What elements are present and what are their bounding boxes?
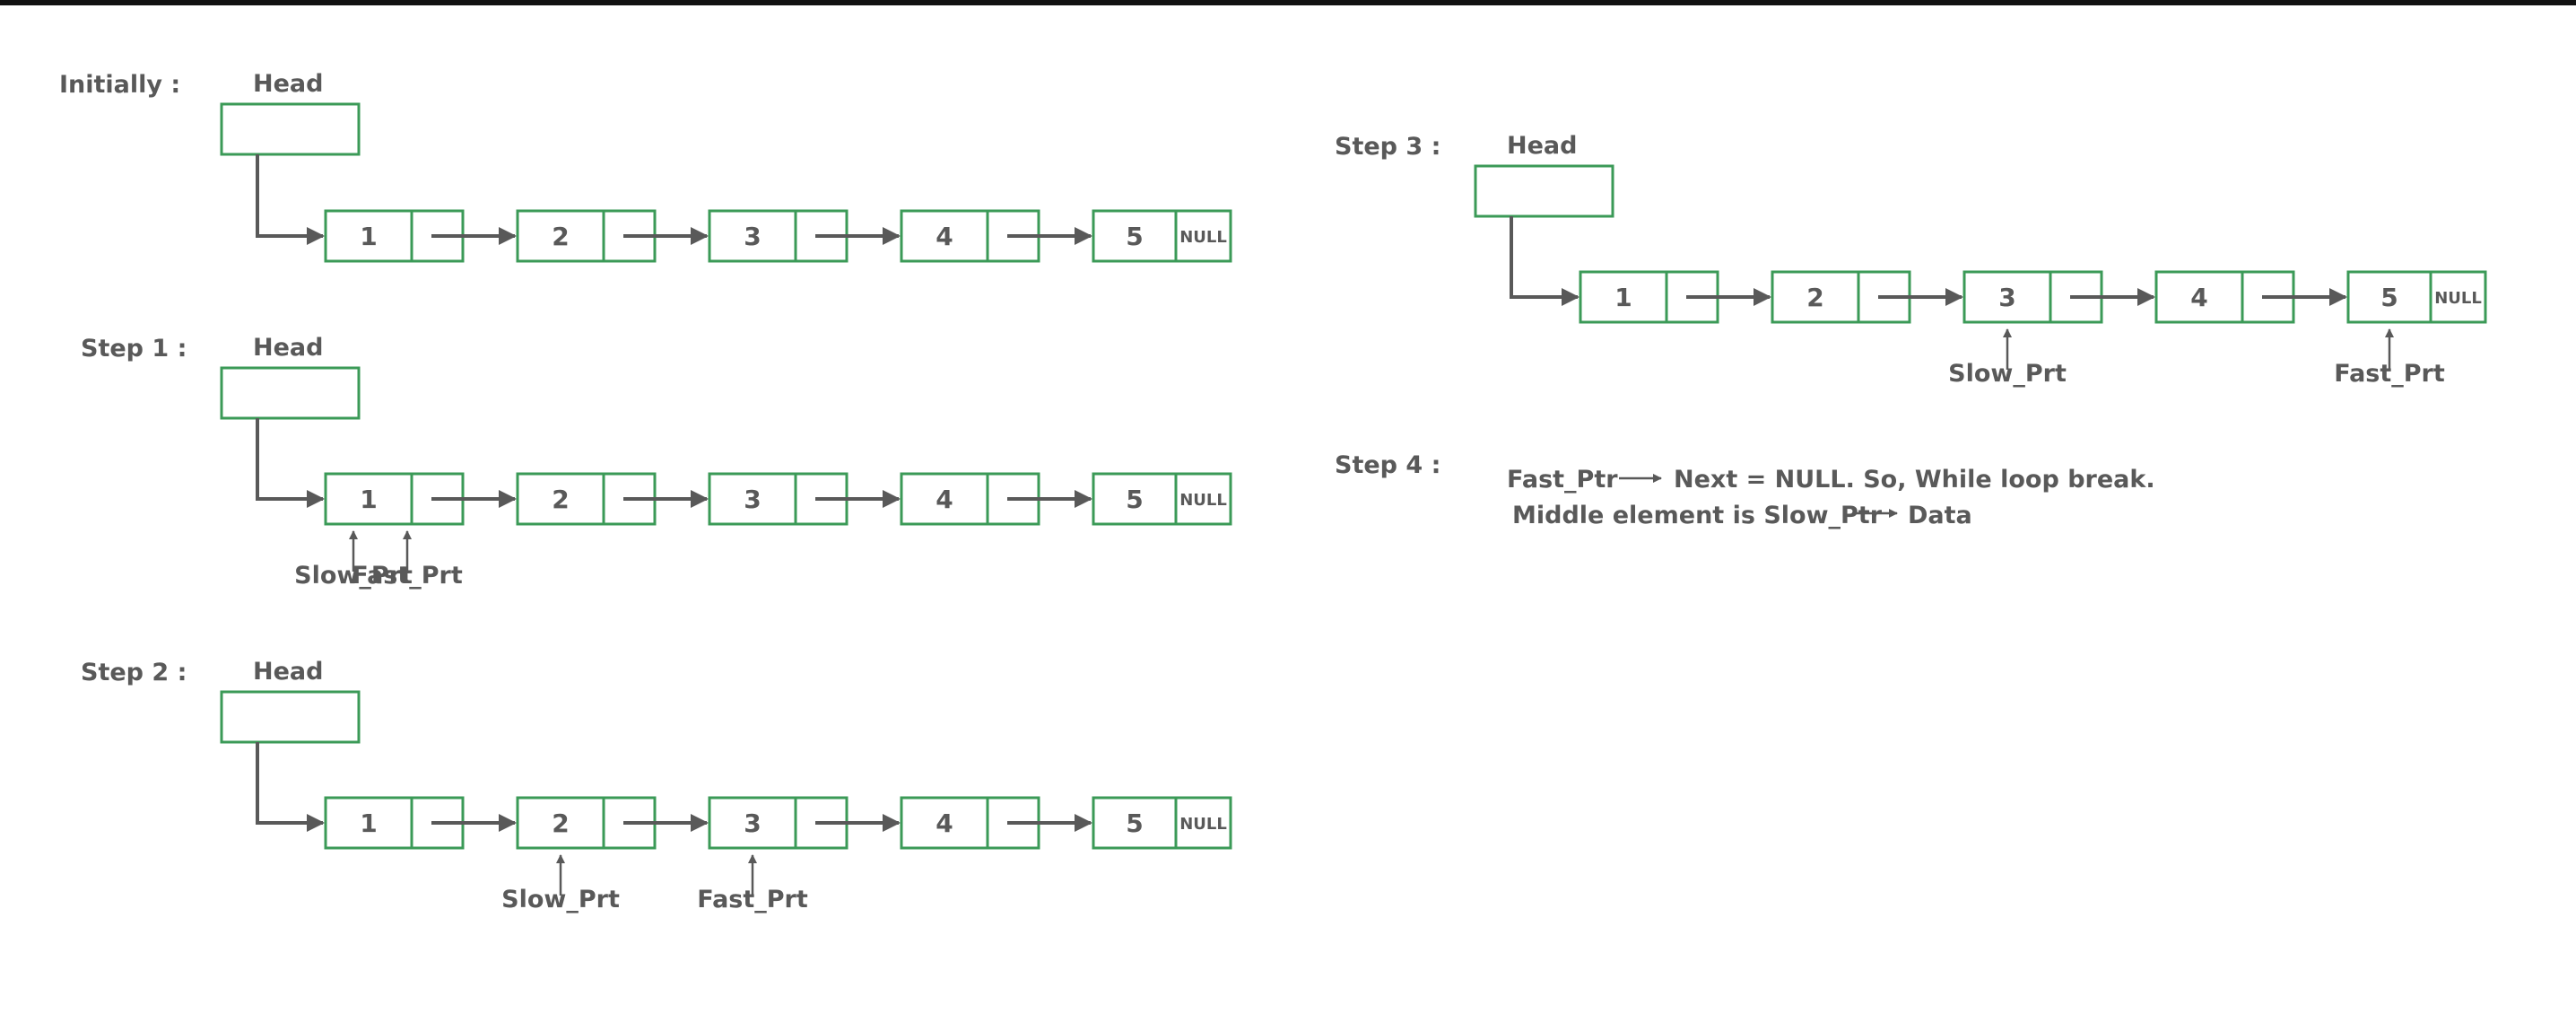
node-value: 3 bbox=[1998, 283, 2015, 312]
head-pointer-box bbox=[220, 366, 361, 420]
null-label: NULL bbox=[1179, 228, 1227, 247]
head-arrow bbox=[256, 418, 325, 508]
node-value: 3 bbox=[744, 485, 761, 514]
node-value: 2 bbox=[552, 809, 569, 838]
node-value: 3 bbox=[744, 222, 761, 251]
list-node bbox=[2346, 270, 2487, 324]
node-value: 4 bbox=[936, 809, 953, 838]
slow-pointer-label: Slow_Prt bbox=[294, 562, 413, 590]
node-value: 5 bbox=[2380, 283, 2398, 312]
node-value: 2 bbox=[1806, 283, 1823, 312]
slow-pointer-label: Slow_Prt bbox=[1948, 360, 2067, 388]
head-label: Head bbox=[253, 70, 323, 98]
head-pointer-box bbox=[1474, 164, 1614, 218]
head-label: Head bbox=[253, 658, 323, 686]
panel-step3: Step 3 : Head 1 2 3 4 5 NULL Slow_Prt Fast_Prt bbox=[1335, 132, 2487, 388]
node-value: 2 bbox=[552, 222, 569, 251]
step-label: Step 1 : bbox=[81, 335, 187, 363]
node-value: 4 bbox=[2190, 283, 2207, 312]
node-value: 3 bbox=[744, 809, 761, 838]
fast-pointer-label: Fast_Prt bbox=[697, 886, 808, 913]
step4-line1-condition: Next = NULL. So, While loop break. bbox=[1674, 466, 2155, 494]
node-value: 1 bbox=[360, 222, 377, 251]
list-node bbox=[1092, 796, 1232, 850]
list-node bbox=[324, 209, 465, 263]
node-value: 5 bbox=[1126, 809, 1143, 838]
step-label: Step 3 : bbox=[1335, 133, 1440, 161]
node-value: 5 bbox=[1126, 222, 1143, 251]
step4-line2-middle: Middle element is Slow_Ptr bbox=[1512, 502, 1883, 529]
step4-label: Step 4 : bbox=[1335, 451, 1440, 479]
step-label: Step 2 : bbox=[81, 659, 187, 686]
head-label: Head bbox=[253, 334, 323, 362]
null-label: NULL bbox=[1179, 491, 1227, 510]
node-value: 4 bbox=[936, 222, 953, 251]
fast-pointer-label: Fast_Prt bbox=[2334, 360, 2445, 388]
null-label: NULL bbox=[1179, 815, 1227, 834]
node-value: 1 bbox=[1614, 283, 1632, 312]
slow-pointer-label: Slow_Prt bbox=[501, 886, 620, 913]
head-arrow bbox=[256, 742, 325, 832]
list-node bbox=[1092, 209, 1232, 263]
panel-step4: Step 4 : Fast_Ptr Next = NULL. So, While… bbox=[1335, 451, 2155, 529]
head-arrow bbox=[256, 154, 325, 245]
panel-initially: Initially : Head 1 2 3 4 5 NULL bbox=[59, 70, 1232, 263]
null-label: NULL bbox=[2434, 289, 2482, 308]
node-value: 5 bbox=[1126, 485, 1143, 514]
node-value: 4 bbox=[936, 485, 953, 514]
panel-step2: Step 2 : Head 1 2 3 4 5 NULL Slow_Prt Fast_Prt bbox=[81, 658, 1232, 913]
node-value: 2 bbox=[552, 485, 569, 514]
node-value: 1 bbox=[360, 809, 377, 838]
head-pointer-box bbox=[220, 690, 361, 744]
fast-pointer-label: Fast_Prt bbox=[352, 562, 463, 590]
node-value: 1 bbox=[360, 485, 377, 514]
step-label: Initially : bbox=[59, 71, 180, 99]
list-node bbox=[2154, 270, 2295, 324]
step4-line1-fast-ptr: Fast_Ptr bbox=[1507, 466, 1618, 494]
list-node bbox=[1092, 472, 1232, 526]
step4-line2-data: Data bbox=[1908, 502, 1972, 529]
head-pointer-box bbox=[220, 102, 361, 156]
head-label: Head bbox=[1507, 132, 1577, 160]
head-arrow bbox=[1510, 216, 1580, 306]
top-edge-bar bbox=[0, 0, 2576, 5]
